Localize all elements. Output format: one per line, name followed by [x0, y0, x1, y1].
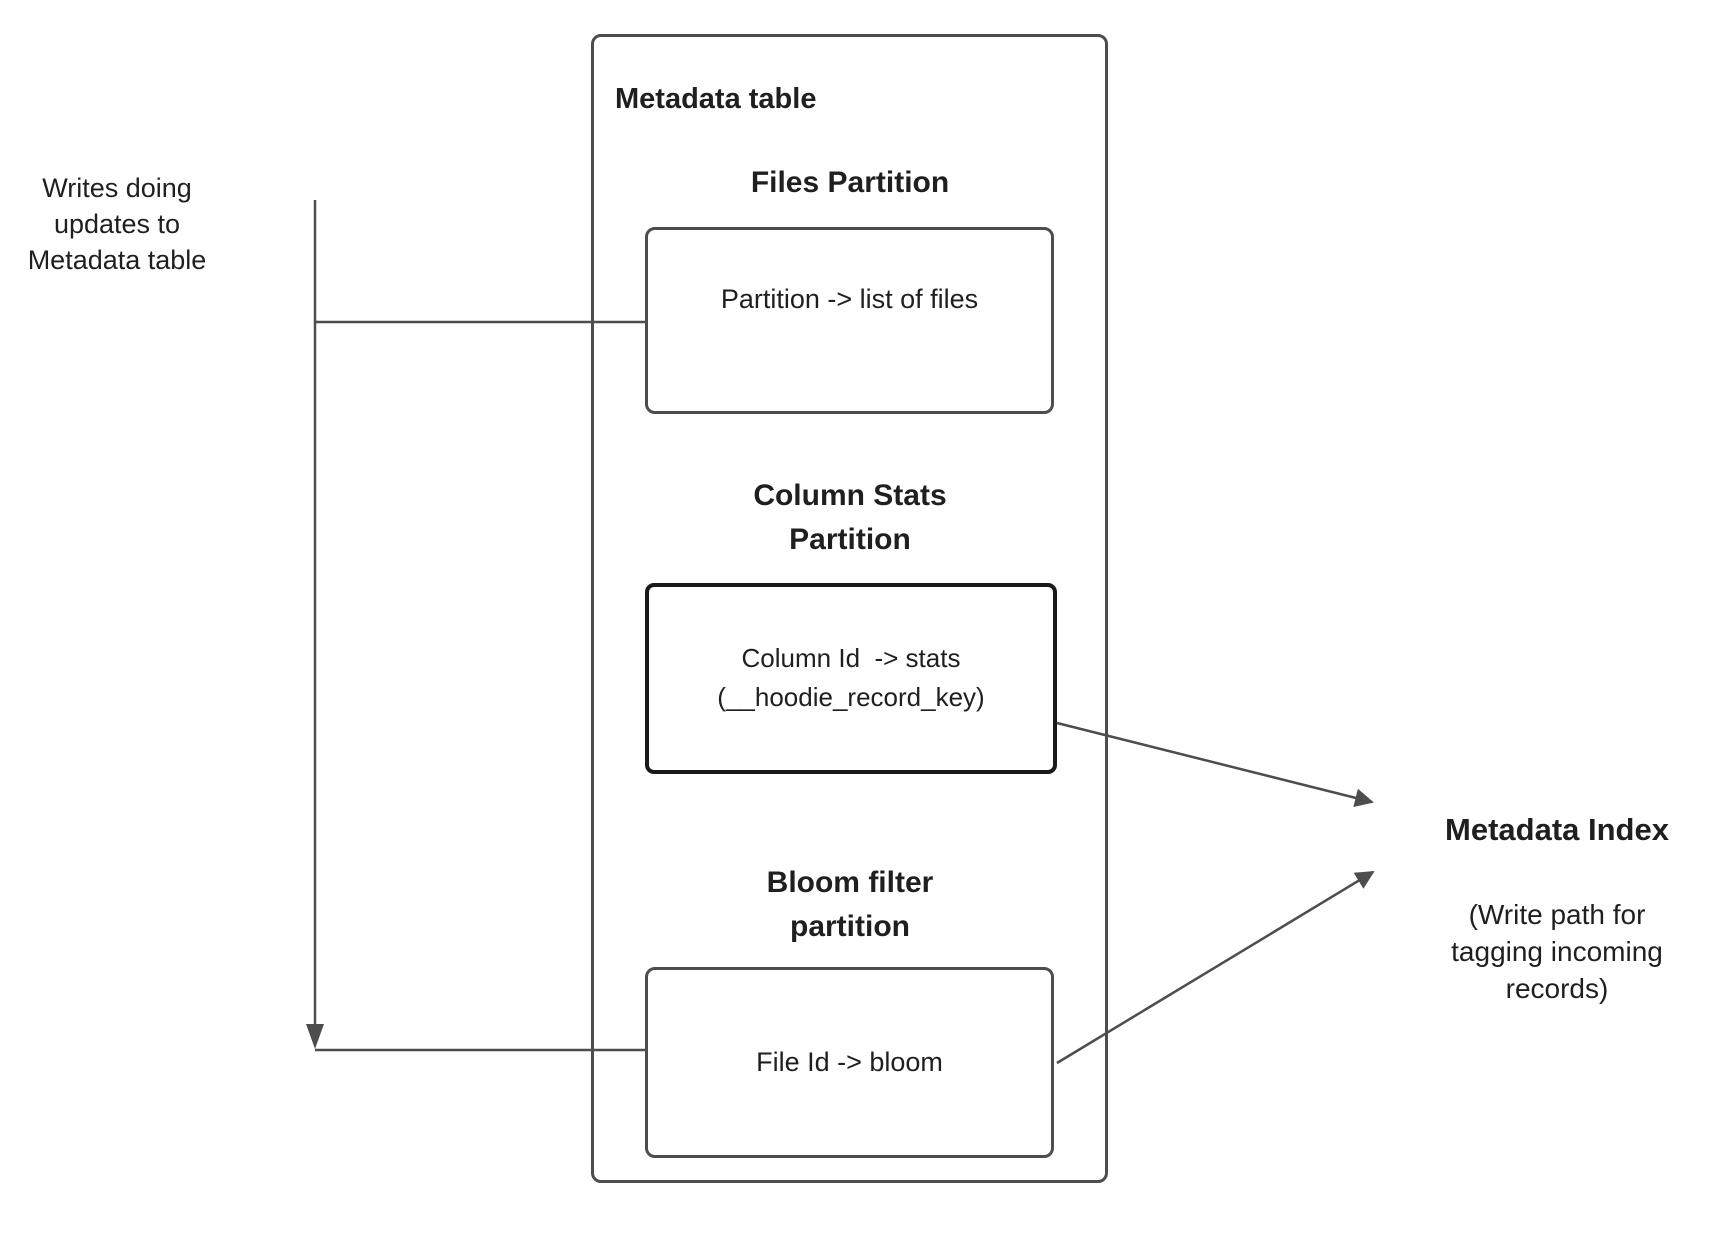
column-stats-partition-box: Column Id -> stats (__hoodie_record_key) [645, 583, 1057, 774]
bloom-filter-partition-box: File Id -> bloom [645, 967, 1054, 1158]
metadata-index-subtitle: (Write path for tagging incoming records… [1451, 899, 1663, 1004]
column-stats-partition-heading: Column Stats Partition [753, 479, 947, 556]
metadata-table-box [591, 34, 1108, 1183]
bloom-filter-partition-heading: Bloom filter partition [766, 866, 934, 943]
metadata-index-title: Metadata Index [1445, 812, 1669, 847]
files-partition-heading: Files Partition [750, 166, 950, 199]
metadata-table-title: Metadata table [615, 83, 817, 115]
writes-down-arrowhead [306, 1024, 324, 1049]
writes-note: Writes doing updates to Metadata table [27, 173, 207, 275]
files-partition-box: Partition -> list of files [645, 227, 1054, 414]
